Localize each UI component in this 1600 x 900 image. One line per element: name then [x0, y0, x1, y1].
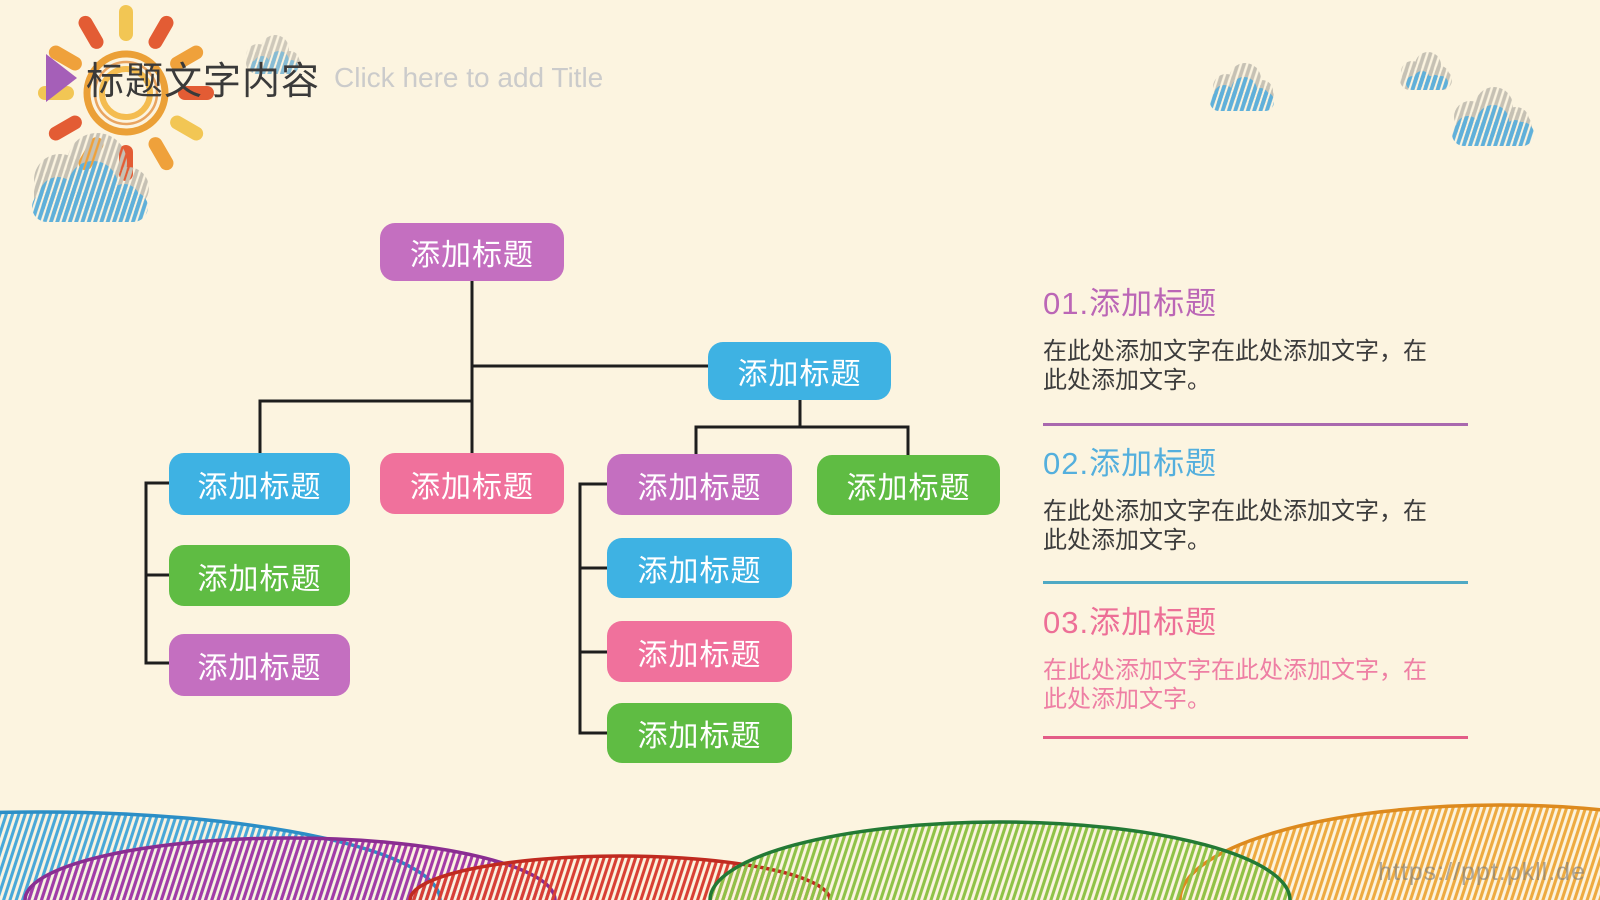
org-node-mid-1[interactable]: 添加标题: [607, 454, 792, 515]
org-node-mid-2[interactable]: 添加标题: [607, 538, 792, 598]
hill-green: [708, 820, 1292, 900]
hill-blue: [0, 810, 442, 900]
org-node-root[interactable]: 添加标题: [380, 223, 564, 281]
cloud-icon: [1400, 52, 1452, 90]
section-divider: [1043, 581, 1468, 584]
text-section-01[interactable]: 01.添加标题 在此处添加文字在此处添加文字，在此处添加文字。: [1043, 278, 1473, 395]
org-node-center[interactable]: 添加标题: [380, 453, 564, 514]
org-node-mid-4[interactable]: 添加标题: [607, 703, 792, 763]
page-subtitle-placeholder[interactable]: Click here to add Title: [334, 61, 604, 93]
text-section-02[interactable]: 02.添加标题 在此处添加文字在此处添加文字，在此处添加文字。: [1043, 438, 1473, 555]
section-01-body[interactable]: 在此处添加文字在此处添加文字，在此处添加文字。: [1043, 338, 1427, 394]
hills-decoration: [0, 803, 1600, 900]
text-section-03[interactable]: 03.添加标题 在此处添加文字在此处添加文字，在此处添加文字。: [1043, 597, 1473, 714]
section-01-heading[interactable]: 01.添加标题: [1043, 286, 1218, 321]
org-node-left-3[interactable]: 添加标题: [169, 634, 350, 696]
title-bullet-triangle-icon: [46, 53, 77, 102]
cloud-icon: [1210, 63, 1274, 111]
hill-red: [408, 854, 832, 900]
watermark: https://ppt.pkll.de: [1377, 858, 1586, 886]
section-divider: [1043, 736, 1468, 739]
org-node-right[interactable]: 添加标题: [817, 455, 1000, 515]
section-02-heading[interactable]: 02.添加标题: [1043, 446, 1218, 481]
org-node-mid-3[interactable]: 添加标题: [607, 621, 792, 682]
page-title[interactable]: 标题文字内容: [86, 61, 321, 103]
org-node-left-2[interactable]: 添加标题: [169, 545, 350, 606]
slide-header: 标题文字内容 Click here to add Title: [46, 50, 603, 105]
org-node-branch[interactable]: 添加标题: [708, 342, 891, 400]
org-node-left-1[interactable]: 添加标题: [169, 453, 350, 515]
hill-purple: [23, 836, 557, 900]
section-03-body[interactable]: 在此处添加文字在此处添加文字，在此处添加文字。: [1043, 657, 1427, 713]
cloud-icon: [1452, 87, 1534, 146]
cloud-icon: [32, 133, 149, 222]
section-03-heading[interactable]: 03.添加标题: [1043, 605, 1218, 640]
section-02-body[interactable]: 在此处添加文字在此处添加文字，在此处添加文字。: [1043, 498, 1427, 554]
section-divider: [1043, 423, 1468, 426]
